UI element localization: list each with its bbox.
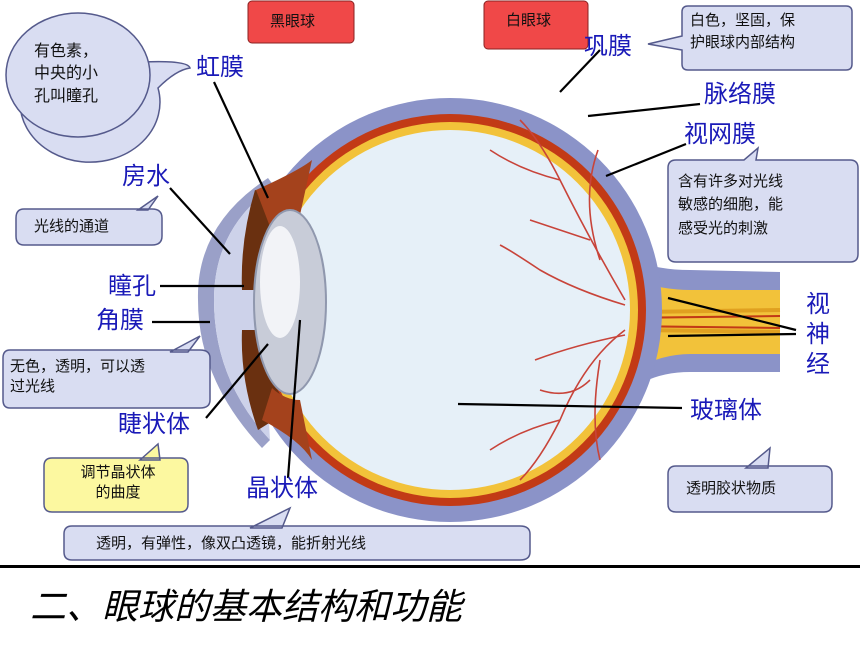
lens-callout-shape	[63, 506, 531, 561]
note-line: 无色，透明，可以透	[10, 357, 146, 375]
ciliary-callout-shape	[43, 442, 189, 513]
page-title: 二、眼球的基本结构和功能	[30, 587, 463, 628]
retina-leader	[605, 142, 687, 178]
vitreous-label: 玻璃体	[690, 396, 762, 424]
retinal-vessel	[529, 219, 591, 241]
title-divider	[0, 565, 860, 568]
optic-nerve-label: 视 神 经	[804, 289, 832, 379]
cornea-note: 无色，透明，可以透 过光线	[10, 356, 145, 397]
vitreous-leader	[457, 402, 683, 410]
aqueous-leader	[169, 187, 231, 255]
optic-nerve-leader-upper	[667, 296, 797, 332]
black-eye-label: 黑眼球	[270, 12, 316, 30]
aqueous-label: 房水	[122, 162, 170, 190]
note-line: 过光线	[10, 377, 56, 396]
ciliary-label: 睫状体	[118, 410, 190, 438]
optic-nerve-fiber	[639, 308, 781, 314]
retina-callout-shape	[667, 146, 859, 263]
retinal-vessel	[534, 334, 626, 361]
vitreous-note: 透明胶状物质	[686, 478, 776, 500]
black-eye-box	[247, 0, 355, 44]
optic-nerve-char: 经	[806, 350, 830, 378]
note-line: 白色，坚固，保	[690, 11, 796, 29]
retinal-vessel	[519, 329, 626, 481]
note-line: 光线的通道	[34, 217, 110, 235]
sclera-note: 白色，坚固，保 护眼球内部结构	[690, 10, 795, 54]
retinal-vessel	[539, 379, 591, 395]
choroid-leader	[587, 102, 701, 118]
note-line: 孔叫瞳孔	[34, 85, 99, 105]
ciliary-leader	[205, 343, 269, 419]
note-line: 中央的小	[34, 63, 99, 83]
note-line: 的曲度	[95, 483, 141, 502]
ciliary-note: 调节晶状体 的曲度	[66, 462, 170, 503]
note-line: 含有许多对光线	[678, 172, 784, 190]
vitreous-callout-shape	[667, 446, 833, 513]
note-line: 透明，有弹性，像双凸透镜，能折射光线	[96, 534, 367, 552]
retinal-vessel	[519, 119, 626, 301]
pupil-label: 瞳孔	[108, 272, 156, 300]
optic-nerve-leader-lower	[667, 332, 797, 338]
retinal-vessel	[594, 359, 601, 461]
vitreous-body	[270, 130, 630, 490]
choroid-label: 脉络膜	[704, 80, 776, 108]
iris-leader	[213, 81, 269, 199]
retinal-vessels	[489, 119, 626, 481]
aqueous-note: 光线的通道	[34, 216, 109, 238]
note-line: 有色素，	[34, 41, 99, 60]
optic-nerve-char: 视	[806, 290, 830, 318]
aqueous-callout-shape	[15, 195, 163, 246]
iris-label: 虹膜	[196, 53, 244, 81]
optic-nerve-char: 神	[806, 320, 830, 348]
white-eye-label: 白眼球	[506, 11, 552, 29]
cornea-callout-shape	[2, 335, 211, 409]
retinal-vessel	[499, 244, 626, 306]
retinal-vessel	[588, 149, 601, 261]
note-line: 敏感的细胞，能	[678, 195, 784, 214]
optic-nerve-core	[628, 278, 780, 372]
iris-note: 有色素， 中央的小 孔叫瞳孔	[34, 40, 98, 107]
lens-leader	[286, 319, 302, 479]
retinal-vessel	[489, 149, 561, 181]
ciliary-body-lower	[262, 388, 312, 460]
note-line: 调节晶状体	[80, 463, 156, 481]
note-line: 透明胶状物质	[686, 479, 777, 497]
lens-note: 透明，有弹性，像双凸透镜，能折射光线	[96, 533, 366, 555]
leader-lines	[152, 49, 797, 479]
sclera-leader	[559, 49, 601, 93]
retinal-vessel	[489, 419, 561, 451]
cornea-shape	[197, 178, 274, 448]
note-line: 感受光的刺激	[678, 218, 769, 237]
retina-note: 含有许多对光线 敏感的细胞，能 感受光的刺激	[678, 170, 783, 240]
lens-label: 晶状体	[246, 474, 318, 502]
sclera-callout-shape	[647, 5, 853, 71]
lens-highlight	[260, 226, 300, 338]
iris-callout-bubble	[5, 12, 151, 138]
cornea-label: 角膜	[96, 306, 144, 334]
optic-nerve-fiber	[639, 328, 781, 334]
sclera-label: 巩膜	[584, 32, 632, 60]
white-eye-box	[483, 0, 589, 50]
eyeball	[197, 98, 781, 522]
retina-label: 视网膜	[684, 120, 756, 148]
note-line: 护眼球内部结构	[690, 32, 796, 51]
